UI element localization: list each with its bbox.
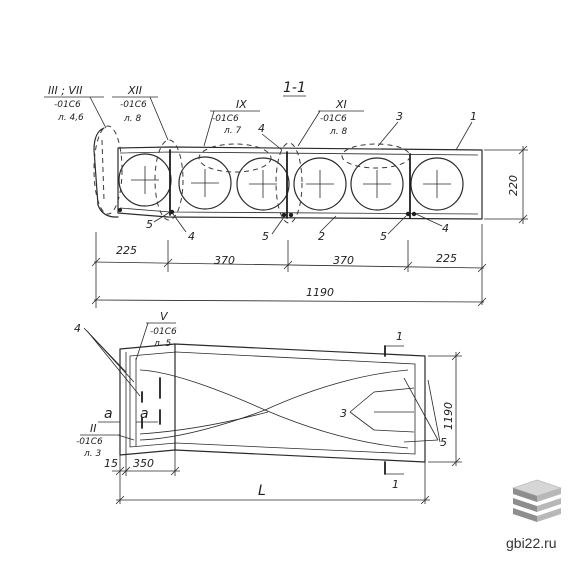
ref-xi-title: XI	[335, 98, 347, 111]
dim-225-left: 225	[116, 244, 137, 257]
mark-5-right: 5	[380, 230, 387, 243]
plan-ref-ii: II -01С6 л. 3	[76, 422, 135, 459]
detail-callout-xi	[275, 142, 303, 224]
plan-a-left: a	[104, 406, 113, 422]
plan-diagonal-1	[139, 369, 409, 449]
dim-height-value: 220	[507, 175, 520, 196]
plan-section-mark-bottom: 1	[392, 478, 399, 491]
plan-dim-length: L	[258, 483, 266, 499]
ref-xi: XI -01С6 л. 8	[297, 98, 364, 147]
ref-ix: IX -01С6 л. 7	[203, 98, 260, 147]
plan-diagonal-3	[139, 411, 269, 435]
plan-ref-ii-code: -01С6	[76, 437, 103, 447]
mark-4-top: 4	[258, 122, 265, 135]
ref-xii: XII -01С6 л. 8	[112, 84, 169, 141]
dim-total-1190: 1190	[91, 286, 487, 307]
dim-total-value: 1190	[306, 286, 334, 299]
plan-mark-5: 5	[440, 436, 447, 449]
hollow-core-3	[236, 157, 290, 211]
reinforcement-details	[118, 149, 417, 219]
end-bracket	[93, 127, 119, 218]
plan-section-mark-top: 1	[396, 330, 403, 343]
plan-dim-350: 350	[133, 457, 154, 470]
ref-ix-title: IX	[236, 98, 247, 111]
ref-xii-title: XII	[127, 84, 142, 97]
watermark-text: gbi22.ru	[506, 535, 557, 551]
section-title: 1-1	[283, 80, 306, 96]
plan-ref-ii-title: II	[90, 422, 97, 435]
plan-dim-bottom: 15 350 L	[104, 450, 430, 505]
slab-inner-top	[119, 151, 479, 156]
ref-xii-sheet: л. 8	[123, 114, 141, 124]
plan-ref-v-title: V	[160, 310, 169, 323]
hollow-core-6	[410, 157, 464, 211]
detail-callout-xii	[154, 139, 184, 221]
ref-iii-vii-code: -01С6	[54, 100, 81, 110]
plan-a-right: a	[140, 406, 149, 422]
dim-370-left: 370	[214, 254, 235, 267]
plan-slab-inner	[129, 351, 416, 455]
plan-diagonal-2	[139, 369, 409, 441]
dim-segments: 225 370 370 225	[91, 224, 487, 308]
plan-mark-3: 3	[340, 407, 347, 420]
mark-1: 1	[470, 110, 477, 123]
ref-iii-vii-sheet: л. 4,6	[57, 113, 84, 123]
plan-section-marks: 1 1	[384, 330, 404, 491]
plan-ref-v: V -01С6 л. 5	[135, 310, 177, 361]
hollow-core-1	[118, 153, 172, 207]
dim-370-right: 370	[333, 254, 354, 267]
hollow-core-2	[178, 156, 232, 210]
dim-225-right: 225	[436, 252, 457, 265]
slab-outline	[117, 146, 483, 220]
hollow-core-5	[350, 157, 404, 211]
ref-ix-code: -01С6	[212, 114, 239, 124]
mark-5-left: 5	[146, 218, 153, 231]
plan-ticks	[141, 377, 161, 429]
hollow-cores	[118, 153, 464, 211]
plan-view: 4 V -01С6 л. 5 a a II -01С6 л. 3 3	[74, 310, 462, 505]
mark-3: 3	[396, 110, 403, 123]
hollow-core-4	[293, 157, 347, 211]
detail-callout-3	[341, 143, 411, 169]
ref-xi-code: -01С6	[320, 114, 347, 124]
ref-xi-sheet: л. 8	[329, 127, 347, 137]
plan-mark-4: 4	[74, 322, 81, 335]
plan-ref-v-code: -01С6	[150, 327, 177, 337]
site-logo-icon	[512, 479, 562, 522]
ref-ix-sheet: л. 7	[223, 126, 241, 136]
mark-5-middle: 5	[262, 230, 269, 243]
plan-ref-ii-sheet: л. 3	[83, 449, 101, 459]
dim-height-220: 220	[484, 145, 528, 224]
detail-callout-ix	[198, 143, 272, 173]
plan-dim-width-value: 1190	[442, 402, 455, 430]
plan-dim-width: 1190	[428, 351, 462, 467]
plan-ref-v-sheet: л. 5	[153, 339, 171, 349]
detail-callout-iii-vii	[93, 125, 123, 215]
ref-iii-vii-title: III ; VII	[48, 84, 82, 97]
section-1-1-view: 1-1	[44, 80, 528, 308]
ref-xii-code: -01С6	[120, 100, 147, 110]
ref-iii-vii: III ; VII -01С6 л. 4,6	[44, 84, 107, 129]
end-bracket-dashed	[101, 139, 105, 201]
plan-dim-15: 15	[104, 457, 118, 470]
mark-2: 2	[318, 230, 325, 243]
mark-4-left: 4	[188, 230, 195, 243]
mark-4-right: 4	[442, 222, 449, 235]
